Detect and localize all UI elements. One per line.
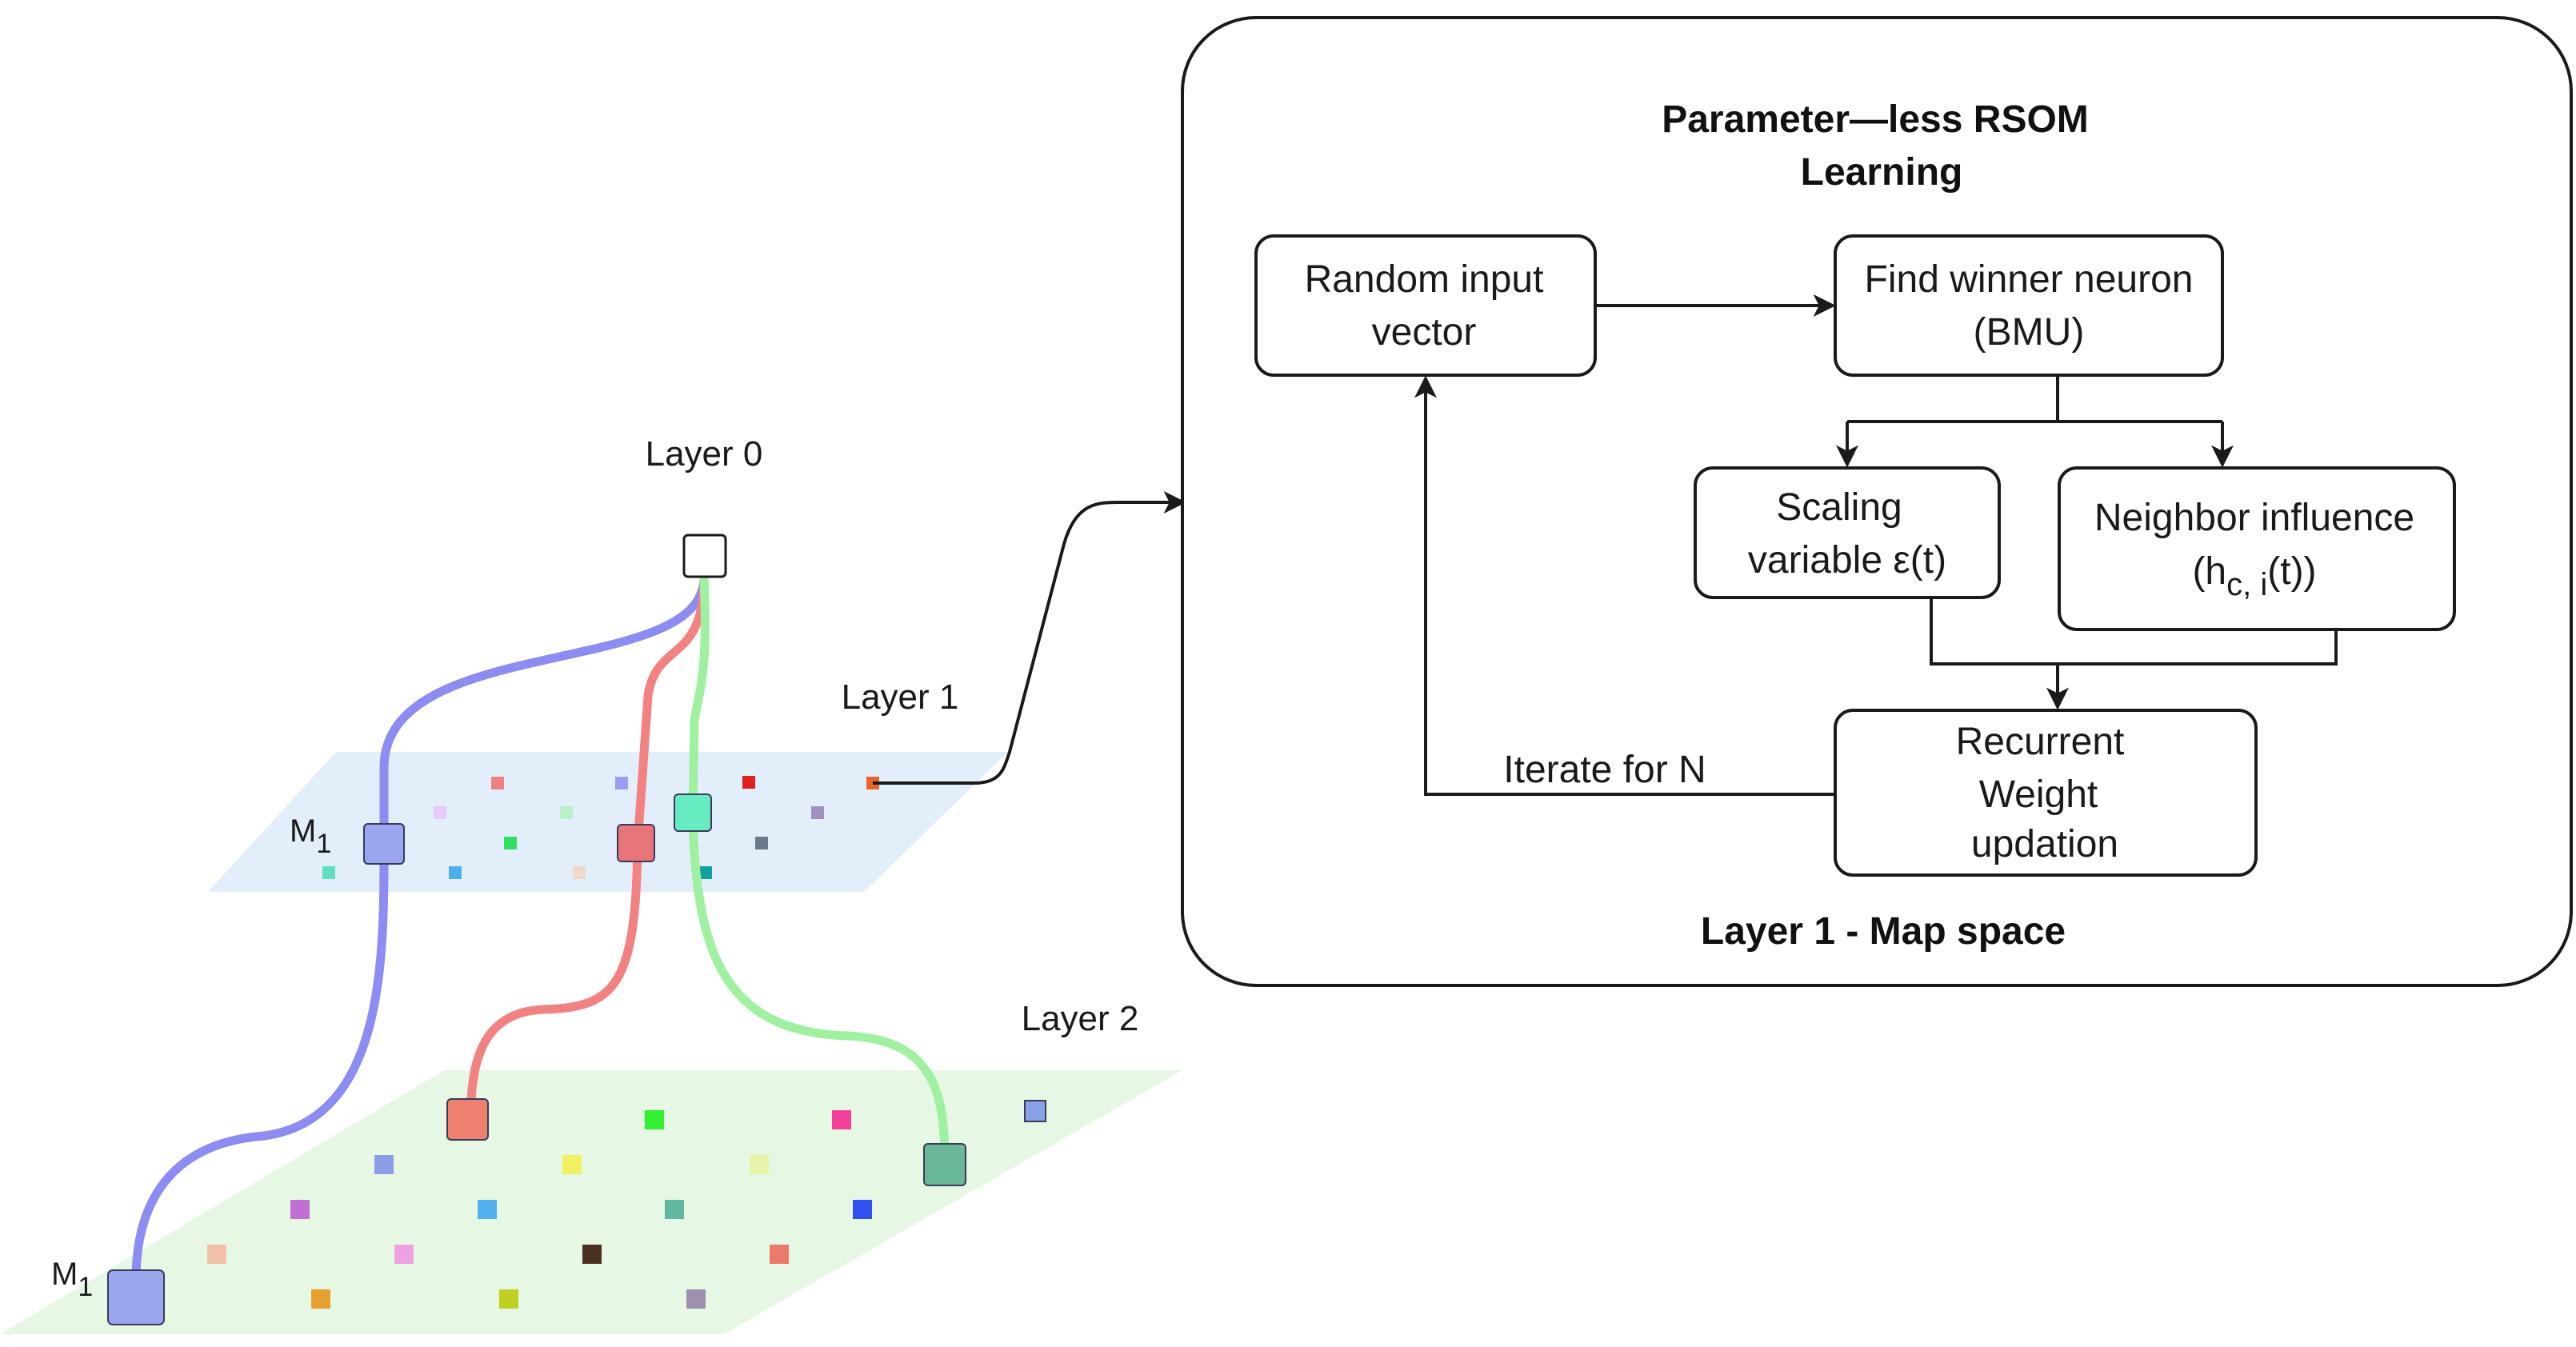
neighbor-h: (h	[2192, 550, 2226, 593]
scaling-line-1: Scaling	[1776, 486, 1902, 529]
layer-2-node	[499, 1289, 518, 1309]
recurrent-line-3: updation	[1971, 823, 2118, 865]
layer-2-node	[582, 1245, 602, 1264]
m1-layer-2-letter: M	[51, 1257, 78, 1292]
layer-1-node	[699, 866, 712, 879]
m1-layer-1-subscript: 1	[316, 829, 331, 859]
random-input-vector-box	[1254, 234, 1597, 377]
m1-layer-2-subscript: 1	[78, 1272, 93, 1302]
layer-2-node	[290, 1200, 310, 1219]
random-input-line-2: vector	[1372, 311, 1477, 354]
rsom-learning-panel: Parameter—less RSOM Learning Random inpu…	[1181, 16, 2573, 987]
panel-title-line-2: Learning	[1801, 151, 1963, 194]
layer-2-node	[562, 1155, 582, 1174]
m1-layer-1-label: M1	[290, 813, 331, 859]
layer-1-node	[742, 776, 755, 789]
layer-2-node	[686, 1289, 706, 1309]
find-winner-neuron-box	[1834, 234, 2224, 377]
layer-1-node	[811, 806, 824, 819]
neighbor-line-1: Neighbor influence	[2094, 497, 2414, 539]
find-winner-line-2: (BMU)	[1974, 311, 2085, 354]
layer-1-plane	[208, 752, 1008, 892]
neighbor-influence-box	[2058, 466, 2456, 631]
layer-1-node	[560, 806, 573, 819]
layer-1-label: Layer 1	[842, 677, 959, 717]
layer-2-red-node	[446, 1098, 489, 1141]
m1-layer-2-label: M1	[51, 1257, 93, 1302]
layer-2-node	[311, 1289, 330, 1309]
recurrent-line-1: Recurrent	[1956, 721, 2125, 763]
layer-2-node	[750, 1155, 769, 1174]
layer-2-plane	[0, 1070, 1182, 1334]
neighbor-tail: (t))	[2267, 550, 2316, 593]
layer-1-m1-node	[363, 823, 405, 865]
arrow-iterate-loop	[1414, 375, 1835, 796]
layer-0-label: Layer 0	[646, 434, 763, 474]
arrow-merge-to-recurrent	[1930, 598, 2338, 666]
layer-2-node	[478, 1200, 497, 1219]
layer-1-node	[573, 866, 586, 879]
panel-title-line-1: Parameter—less RSOM	[1662, 98, 2089, 141]
layer-2-node	[207, 1245, 226, 1264]
layer-1-node	[322, 866, 335, 879]
layer-1-node	[755, 837, 768, 849]
layer-1-nodes	[322, 776, 879, 879]
blue-hierarchy-path	[131, 573, 709, 1285]
layer-2-node	[770, 1245, 789, 1264]
scaling-line-2: variable ε(t)	[1748, 539, 1946, 582]
layer-0-root-node	[682, 534, 727, 578]
layer-2-node	[1024, 1100, 1046, 1122]
layer-2-nodes	[207, 1100, 1046, 1309]
neighbor-subscript: c, i	[2226, 567, 2267, 602]
layer-1-node	[491, 777, 504, 789]
m1-layer-1-letter: M	[290, 813, 316, 849]
layer-2-green-node	[923, 1143, 966, 1186]
layer-2-m1-node	[107, 1269, 165, 1325]
layer-2-label: Layer 2	[1022, 999, 1139, 1038]
scaling-variable-box	[1694, 466, 2001, 599]
iterate-label: Iterate for N	[1503, 749, 1706, 791]
layer-2-node	[665, 1200, 684, 1219]
layer-1-to-flowchart-connector	[873, 491, 1186, 785]
layer-2-node	[832, 1110, 851, 1129]
layer-1-node	[434, 806, 446, 819]
layer-1-node	[449, 866, 462, 879]
layer-2-node	[374, 1155, 394, 1174]
layer-1-node	[615, 777, 628, 789]
layer-2-node	[394, 1245, 414, 1264]
layer-2-node	[645, 1110, 664, 1129]
green-hierarchy-path	[688, 573, 950, 1169]
layered-map-illustration: Layer 0 Layer 1 Layer 2 M1 M1	[0, 434, 1186, 1334]
neighbor-line-2: (hc, i(t))	[2192, 550, 2316, 602]
layer-1-red-node	[617, 824, 655, 862]
panel-footer-title: Layer 1 - Map space	[1701, 910, 2066, 953]
layer-1-green-node	[674, 793, 712, 832]
layer-2-node	[853, 1200, 872, 1219]
arrow-winner-to-split	[1847, 375, 2222, 423]
red-hierarchy-path	[466, 573, 709, 1121]
find-winner-line-1: Find winner neuron	[1865, 258, 2194, 301]
random-input-line-1: Random input	[1305, 258, 1544, 301]
layer-1-node	[504, 837, 517, 849]
recurrent-line-2: Weight	[1979, 773, 2098, 816]
